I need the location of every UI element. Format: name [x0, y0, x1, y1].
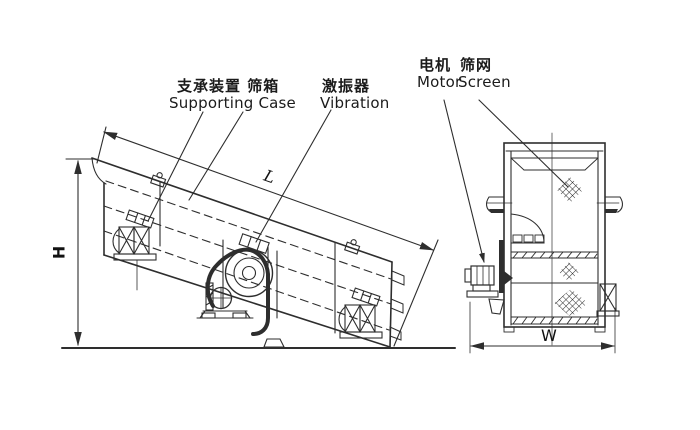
end-view: [443, 99, 623, 354]
dimension-label-h: H: [49, 245, 69, 260]
label-supporting-case-cn: 支承装置 筛箱: [177, 77, 280, 95]
label-screen-en: Screen: [458, 73, 511, 91]
deck-dashed-lines: [103, 180, 392, 331]
side-view: [61, 109, 456, 349]
v-belt: [205, 247, 270, 336]
lug-right: [343, 239, 361, 255]
motor-bracket: [205, 282, 214, 311]
top-trough: [510, 157, 599, 171]
motor-assembly: [464, 240, 513, 315]
leader-lines-left: [147, 109, 332, 243]
motor-base: [466, 290, 499, 298]
support-bracket-right: [604, 196, 623, 213]
exciter-assembly: [196, 233, 285, 348]
motor-foot: [472, 284, 491, 292]
spring-ear: [112, 228, 120, 254]
exciter-pulley-hub: [241, 265, 257, 281]
leader-vibration: [255, 109, 332, 243]
box-bottom-edge: [103, 254, 391, 348]
bottom-feet: [503, 326, 606, 333]
leader-screen: [478, 99, 569, 188]
label-supporting-case-en: Supporting Case: [169, 94, 296, 112]
support-bracket-left: [486, 196, 505, 213]
mount-rail: [512, 234, 545, 243]
mesh-hatch-middle: [559, 262, 579, 282]
discharge-tabs: [389, 270, 405, 341]
discharge-spout: [488, 298, 505, 315]
mesh-hatch-upper: [557, 177, 583, 203]
leader-case: [188, 111, 244, 201]
ground-foot: [263, 338, 285, 348]
lug-left: [149, 172, 167, 188]
label-motor-en: Motor: [417, 73, 462, 91]
l-dimension: [96, 126, 439, 347]
motor-shaft-wedge: [504, 271, 513, 285]
discharge-slant-line: [393, 239, 439, 347]
label-vibration-en: Vibration: [320, 94, 390, 112]
exciter-base: [196, 310, 254, 319]
leader-supporting: [147, 111, 204, 222]
label-motor-cn: 电机: [419, 56, 452, 74]
upper-deck: [510, 251, 599, 259]
exciter-pulley-mid: [233, 257, 265, 289]
leader-lines-right: [443, 99, 569, 263]
box-dividers: [159, 181, 336, 334]
leader-motor: [443, 99, 485, 263]
exciter-pulley-outer: [224, 248, 274, 298]
w-dimension: [469, 301, 616, 354]
motor-body: [470, 265, 495, 286]
motor-flange-bar: [499, 240, 504, 293]
end-box-outline: [503, 142, 606, 328]
spring-left: [112, 209, 157, 291]
label-screen-cn: 筛网: [460, 56, 493, 74]
lower-deck: [510, 316, 599, 325]
box-top-edge: [91, 157, 393, 263]
spring-ear: [338, 306, 346, 332]
belt-guard-arc: [510, 213, 545, 244]
dimension-label-w: W: [541, 326, 557, 345]
motor-end-cap: [464, 268, 472, 283]
label-vibration-cn: 激振器: [322, 77, 371, 95]
h-dimension: [65, 158, 97, 347]
spring-end-view: [596, 283, 620, 317]
spring-right: [338, 287, 383, 339]
mesh-hatch-lower: [554, 289, 588, 317]
